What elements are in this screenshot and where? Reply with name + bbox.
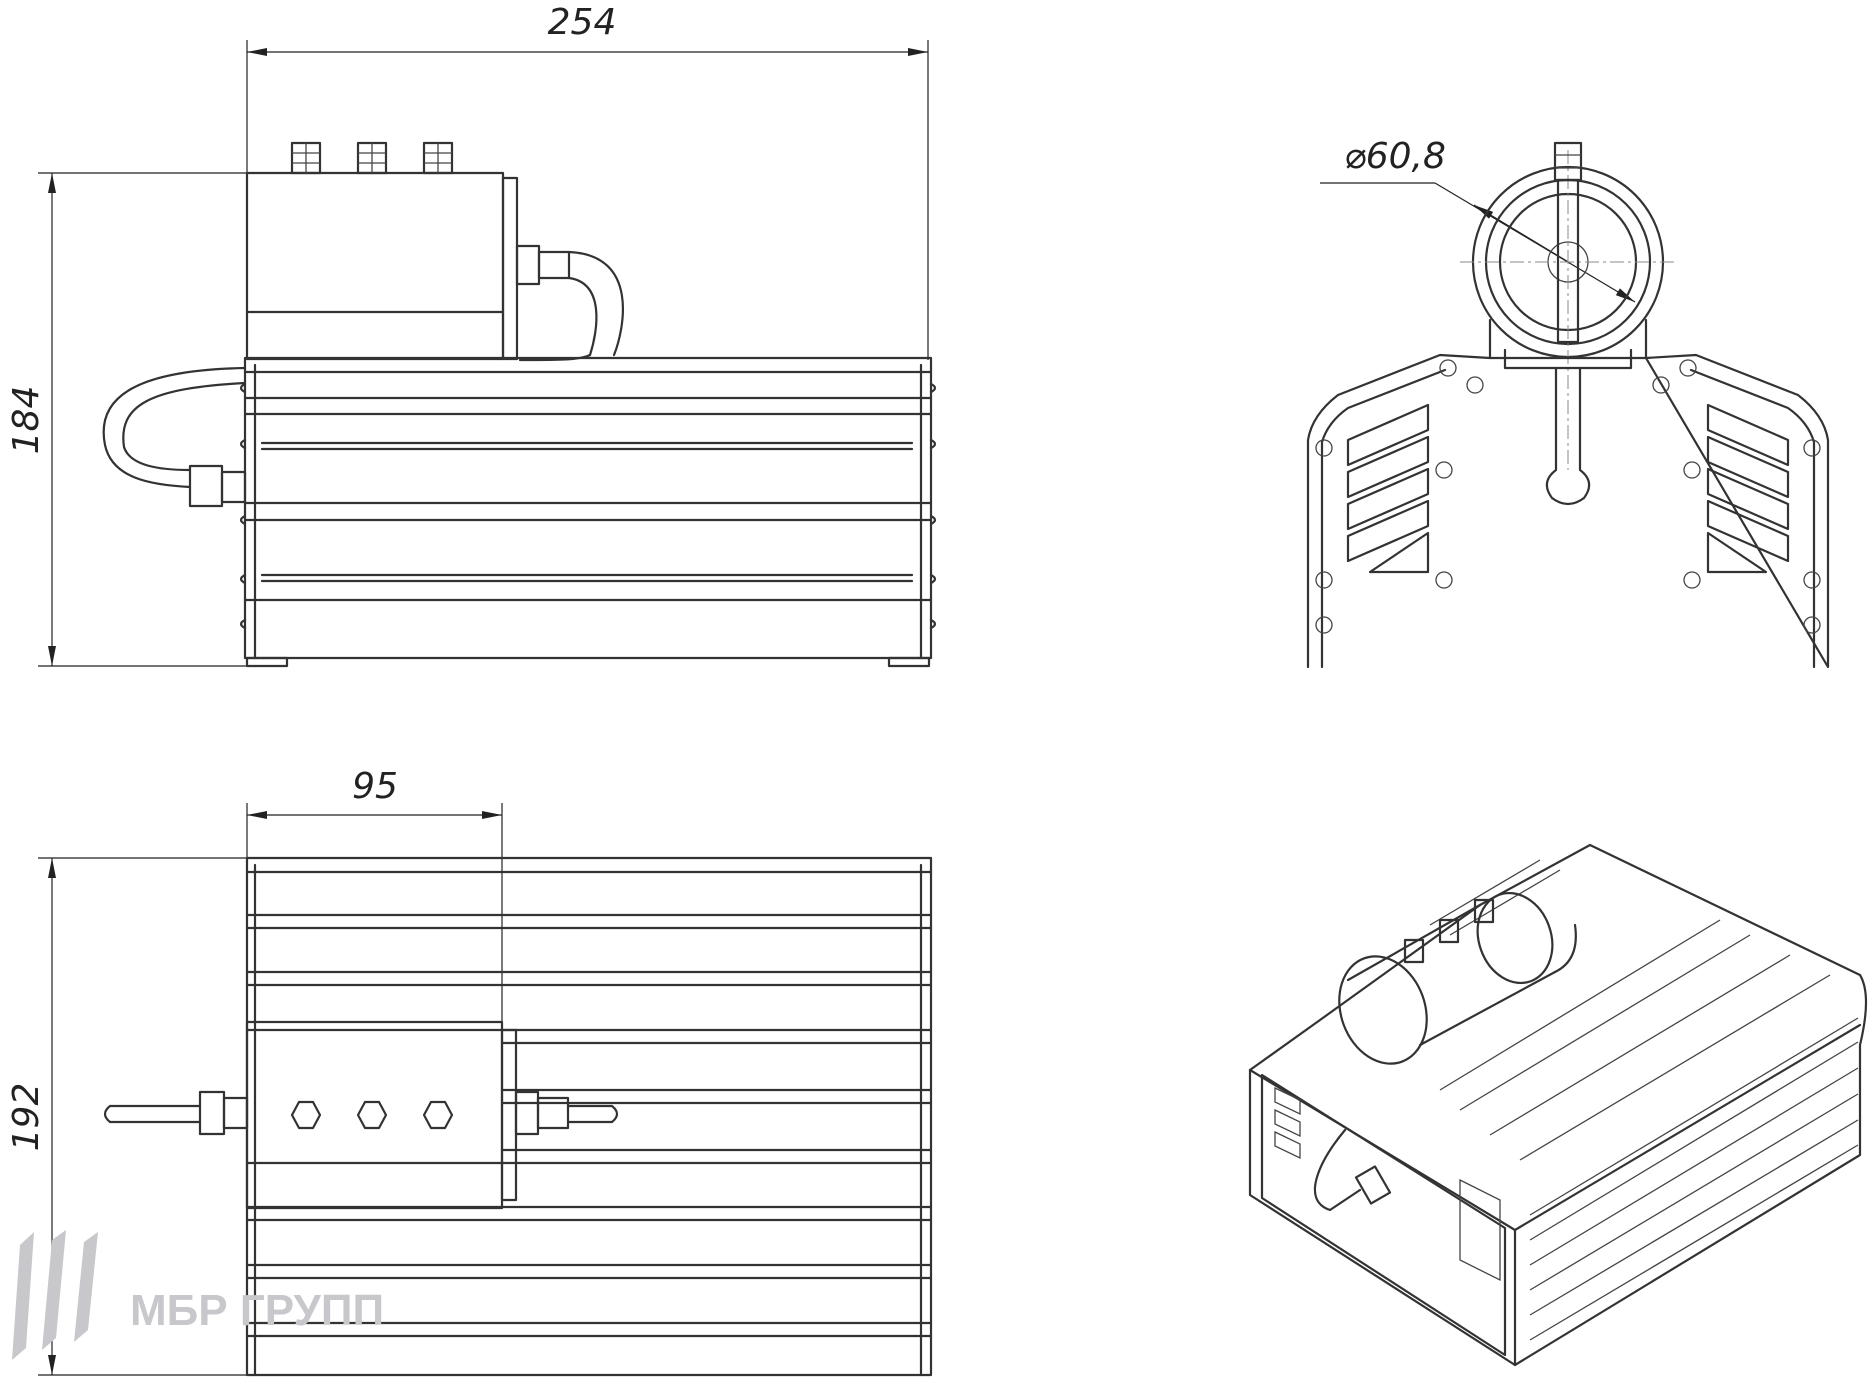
logo-bar-2 [42, 1230, 66, 1350]
dim-front-width: 254 [548, 2, 617, 43]
dim-diameter: ⌀60,8 [1344, 136, 1446, 177]
company-logo: МБР ГРУПП [12, 1230, 384, 1360]
logo-text: МБР ГРУПП [130, 1286, 384, 1335]
side-view: ⌀60,8 [1306, 136, 1830, 669]
front-view: 254 184 [6, 2, 937, 668]
isometric-view [1248, 843, 1868, 1367]
dim-top-height: 192 [6, 1083, 47, 1152]
dim-top-offset: 95 [352, 766, 398, 807]
logo-bar-1 [12, 1232, 34, 1360]
logo-bar-3 [74, 1232, 98, 1342]
dim-front-height: 184 [6, 386, 47, 455]
top-view: 95 192 [6, 766, 933, 1377]
